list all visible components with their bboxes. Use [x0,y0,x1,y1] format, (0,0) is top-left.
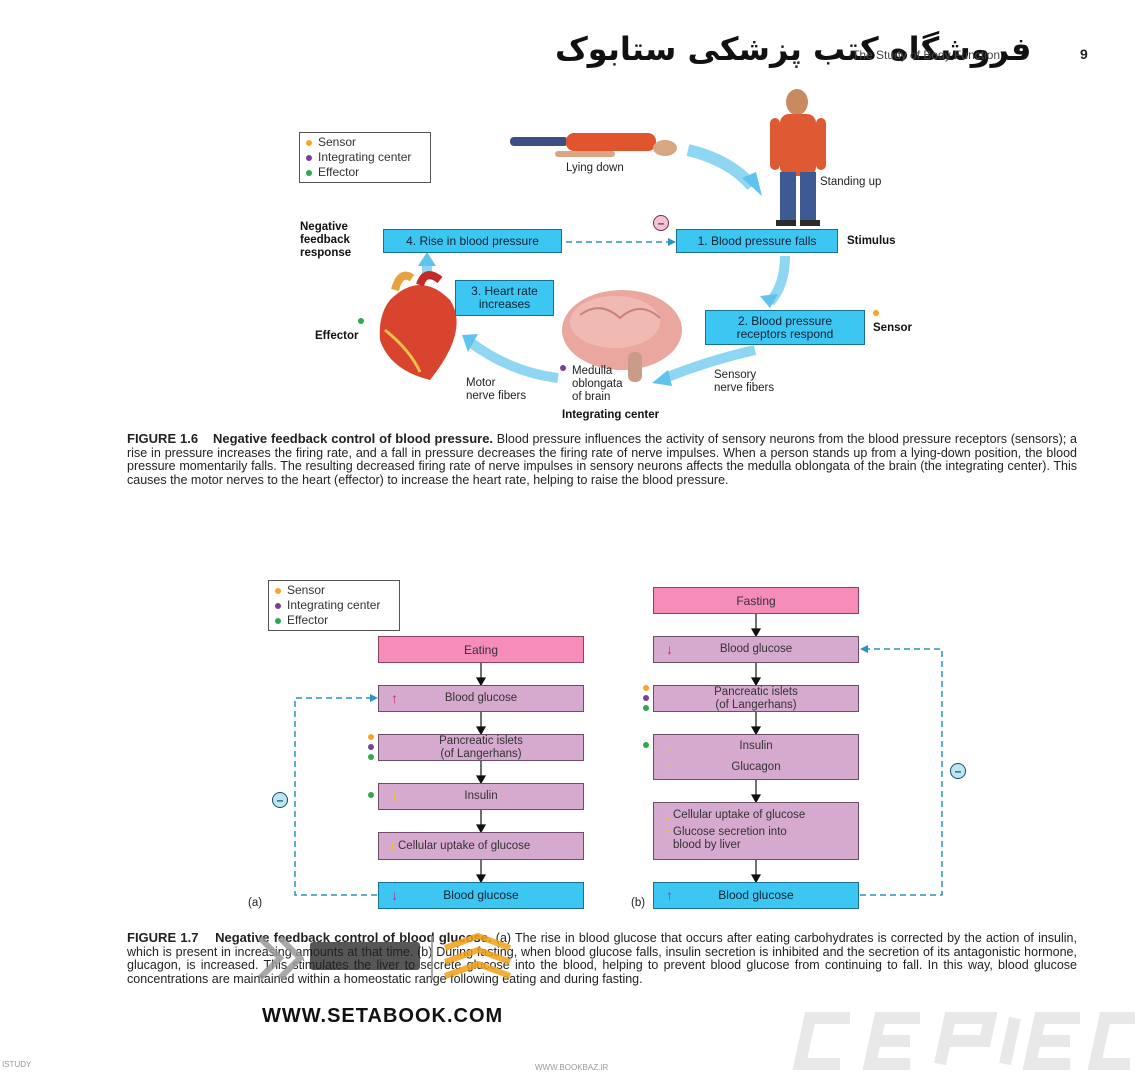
publisher-watermark-title: فروشگاه کتب پزشکی ستابوک [555,30,1032,68]
label-stimulus: Stimulus [847,235,896,247]
footer-center: WWW.BOOKBAZ.IR [535,1063,609,1072]
standing-person-icon [770,89,826,226]
box-insulin: ↑ Insulin [378,783,584,810]
label-lying-down: Lying down [566,162,624,174]
box-label-insulin: Insulin [739,739,773,752]
legend-effector: Effector [287,613,329,627]
legend-fig17: Sensor Integrating center Effector [268,580,400,631]
box-label-secretion: Glucose secretion into blood by liver [673,826,787,851]
label-sensory-nerve: Sensory nerve fibers [714,369,775,394]
effector-dot-icon [643,742,649,748]
sensor-dot-icon [643,685,649,691]
integrating-dot-icon [560,365,566,371]
caption-label: FIGURE 1.6 [127,431,199,446]
label-sensor: Sensor [873,322,912,334]
legend-fig16: Sensor Integrating center Effector [299,132,431,183]
fig16-illustration [379,89,826,386]
integrating-dot-icon [306,154,312,161]
effector-dot-icon [358,318,364,324]
caption-text: Blood pressure influences the activity o… [127,432,1077,487]
box-insulin-glucagon: ↓ Insulin ↑ Glucagon [653,734,859,780]
sensor-dot-icon [275,587,281,594]
sensor-dot-icon [873,310,879,316]
box-rise-blood-pressure: 4. Rise in blood pressure [383,229,562,253]
arrow-up-icon: ↑ [391,690,398,706]
footer-left: ISTUDY [2,1060,32,1069]
box-fasting: Fasting [653,587,859,614]
box-label-uptake: Cellular uptake of glucose [673,809,806,821]
integrating-dot-icon [643,695,649,701]
effector-dot-icon [368,792,374,798]
integrating-dot-icon [275,602,281,609]
setabook-logo-icon [257,932,512,981]
fig16-minus-icon: – [653,215,669,231]
figure-1-6-caption: FIGURE 1.6 Negative feedback control of … [127,432,1077,487]
chapter-title: The Study of Body Function [852,48,1001,62]
lying-person-icon [510,133,677,157]
effector-dot-icon [643,705,649,711]
box-eating: Eating [378,636,584,663]
page-number: 9 [1080,46,1088,62]
label-medulla: Medulla oblongata of brain [572,365,623,403]
caption-label: FIGURE 1.7 [127,930,199,945]
effector-dot-icon [306,169,312,176]
box-uptake-secretion: ↓ Cellular uptake of glucose ↑ Glucose s… [653,802,859,860]
box-blood-glucose-up: ↑ Blood glucose [653,882,859,909]
brain-icon [562,290,682,382]
box-blood-pressure-falls: 1. Blood pressure falls [676,229,838,253]
box-label: Blood glucose [444,692,518,704]
legend-effector: Effector [318,165,360,179]
arrow-down-icon: ↓ [664,807,671,823]
panel-b-label: (b) [631,897,646,909]
box-heart-rate-increases: 3. Heart rate increases [455,280,554,316]
arrow-up-icon: ↑ [391,788,398,804]
legend-sensor: Sensor [318,135,357,149]
box-receptors-respond: 2. Blood pressure receptors respond [705,310,865,345]
label-motor-nerve: Motor nerve fibers [466,377,527,402]
heart-icon [379,271,457,380]
fig17b-minus-icon: – [950,763,966,779]
arrow-up-icon: ↑ [389,837,396,854]
box-label: Blood glucose [443,888,519,902]
watermark-url: WWW.SETABOOK.COM [262,1005,504,1027]
sensor-dot-icon [306,139,312,146]
integrating-dot-icon [368,744,374,750]
arrow-down-icon: ↓ [391,887,398,903]
effector-dot-icon [368,754,374,760]
box-blood-glucose-down: ↓ Blood glucose [378,882,584,909]
arrow-up-icon: ↑ [666,887,673,903]
label-integrating-center: Integrating center [562,409,660,421]
arrow-down-icon: ↓ [666,641,673,657]
arrow-down-icon: ↓ [666,737,673,754]
box-pancreatic-islets: Pancreatic islets (of Langerhans) [378,734,584,761]
label-effector: Effector [315,330,359,342]
box-label-glucagon: Glucagon [731,760,781,773]
corner-watermark-logo [792,1012,1135,1070]
label-negative-feedback: Negative feedback response [300,221,352,259]
sensor-dot-icon [368,734,374,740]
box-pancreatic-islets: Pancreatic islets (of Langerhans) [653,685,859,712]
box-blood-glucose-down: ↓ Blood glucose [653,636,859,663]
fig17-connectors [294,614,943,896]
panel-a-label: (a) [248,897,263,909]
legend-integrating: Integrating center [287,598,381,612]
box-label: Blood glucose [719,643,793,655]
box-label: Blood glucose [718,888,794,902]
fig17a-minus-icon: – [272,792,288,808]
arrow-up-icon: ↑ [664,824,671,840]
legend-sensor: Sensor [287,583,326,597]
box-label: Insulin [464,790,498,802]
arrow-up-icon: ↑ [666,758,673,775]
box-blood-glucose-up: ↑ Blood glucose [378,685,584,712]
box-label: Cellular uptake of glucose [398,839,531,852]
legend-integrating: Integrating center [318,150,412,164]
box-cellular-uptake: ↑ Cellular uptake of glucose [378,832,584,860]
effector-dot-icon [275,617,281,624]
caption-title: Negative feedback control of blood press… [212,431,494,446]
label-standing-up: Standing up [820,176,882,188]
